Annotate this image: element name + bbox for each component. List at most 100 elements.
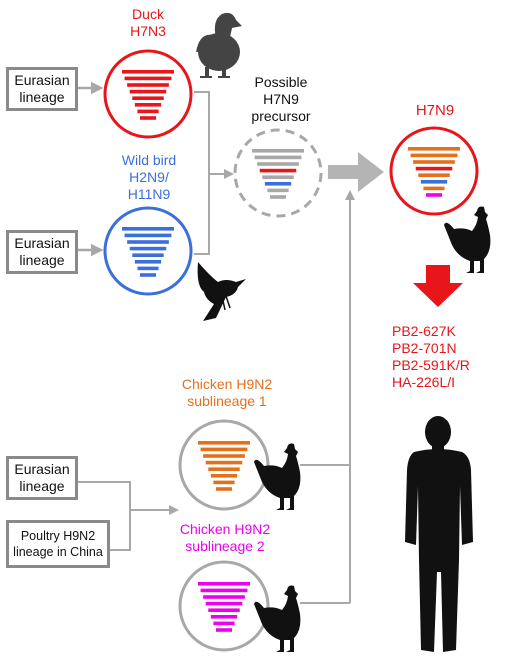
duck-label-line2: H7N3 — [130, 23, 166, 39]
gene-segment — [205, 601, 243, 606]
duck-virus-circle — [103, 49, 193, 139]
chicken1-label: Chicken H9N2 sublineage 1 — [168, 376, 286, 410]
gene-segment — [127, 83, 169, 87]
gene-segment — [129, 89, 167, 94]
precursor-label-line1: Possible — [254, 74, 308, 90]
chicken2-label: Chicken H9N2 sublineage 2 — [166, 521, 284, 555]
duck-icon — [196, 12, 242, 78]
gene-segment — [213, 480, 235, 485]
gene-segment — [410, 153, 458, 158]
gene-segment — [205, 460, 243, 465]
chicken-icon — [254, 443, 301, 510]
gene-segment — [132, 96, 164, 100]
eurasian-lineage-box-1: Eurasian lineage — [6, 67, 78, 111]
gene-segment — [259, 168, 297, 173]
gene-segment — [198, 582, 250, 586]
gene-segment — [129, 246, 167, 251]
gene-segment — [210, 615, 238, 619]
box-line: Poultry H9N2 — [20, 529, 96, 543]
gene-segment — [213, 621, 235, 626]
eurasian-lineage-box-2: Eurasian lineage — [6, 230, 78, 274]
gene-segment — [216, 628, 232, 632]
gene-segment — [137, 109, 159, 114]
box-line: lineage — [19, 89, 65, 105]
gene-segment — [132, 253, 164, 257]
box-line: lineage — [19, 478, 65, 494]
chicken-icon — [444, 206, 491, 273]
wild-bird-label-line1: Wild bird — [121, 152, 177, 168]
gene-segment — [140, 116, 156, 120]
gene-segment — [210, 474, 238, 478]
gene-segment — [423, 186, 445, 191]
duck-label: Duck H7N3 — [113, 6, 183, 40]
human-icon — [405, 416, 473, 652]
poultry-h9n2-box: Poultry H9N2 lineage in China — [6, 520, 110, 568]
gene-segment — [124, 233, 172, 238]
gene-segment — [137, 266, 159, 271]
mutation-item: PB2-701N — [392, 340, 457, 356]
gene-segment — [134, 103, 162, 107]
box-line: Eurasian — [14, 461, 70, 477]
chicken2-label-line2: sublineage 2 — [185, 538, 265, 554]
gene-segment — [203, 454, 245, 458]
red-down-arrow-icon — [413, 265, 463, 307]
gene-segment — [134, 260, 162, 264]
chicken2-label-line1: Chicken H9N2 — [179, 521, 271, 537]
box-line: lineage — [19, 252, 65, 268]
wild-bird-label-line2: H2N9/ — [129, 169, 169, 185]
mutation-item: HA-226L/I — [392, 374, 456, 390]
gene-segment — [127, 240, 169, 244]
duck-label-line1: Duck — [132, 6, 164, 22]
gene-segment — [408, 147, 460, 151]
gene-segment — [418, 173, 450, 177]
gene-segment — [198, 441, 250, 445]
box-line: Eurasian — [14, 235, 70, 251]
eurasian-lineage-box-3: Eurasian lineage — [6, 456, 78, 500]
precursor-label-line2: H7N9 — [263, 91, 299, 107]
gene-segment — [254, 155, 302, 160]
box-line: Eurasian — [14, 72, 70, 88]
gene-segment — [415, 166, 453, 171]
precursor-label-line3: precursor — [251, 108, 311, 124]
wild-bird-virus-circle — [103, 206, 193, 296]
gene-segment — [208, 608, 240, 612]
gene-segment — [122, 70, 174, 74]
chicken1-label-line1: Chicken H9N2 — [181, 376, 273, 392]
gene-segment — [200, 447, 248, 452]
wild-bird-label-line3: H11N9 — [127, 186, 171, 202]
gene-segment — [267, 188, 289, 193]
mutations-label: PB2-627K PB2-701N PB2-591K/R HA-226L/I — [392, 323, 502, 391]
gene-segment — [252, 149, 304, 153]
gene-segment — [140, 273, 156, 277]
chicken1-label-line2: sublineage 1 — [187, 393, 267, 409]
mutation-item: PB2-591K/R — [392, 357, 470, 373]
gene-segment — [257, 162, 299, 166]
gene-segment — [203, 595, 245, 599]
gene-segment — [124, 76, 172, 81]
h7n9-virus-circle — [389, 126, 479, 216]
gene-segment — [262, 175, 294, 179]
gene-segment — [200, 588, 248, 593]
box-arrows — [78, 81, 104, 257]
connector-lines — [74, 91, 355, 604]
precursor-virus-circle — [233, 128, 323, 218]
gene-segment — [420, 180, 448, 184]
h7n9-label: H7N9 — [400, 102, 470, 119]
gene-segment — [426, 193, 442, 197]
chicken-icon — [254, 585, 301, 652]
chicken2-virus-circle — [178, 560, 270, 652]
box-line: lineage in China — [13, 545, 103, 559]
gene-segment — [413, 160, 455, 164]
chicken1-virus-circle — [178, 419, 270, 511]
gene-segment — [216, 487, 232, 491]
h7n9-label-text: H7N9 — [415, 102, 455, 119]
gene-segment — [270, 195, 286, 199]
bird-icon — [197, 262, 246, 321]
gene-segment — [122, 227, 174, 231]
mutation-item: PB2-627K — [392, 323, 456, 339]
gene-segment — [264, 182, 292, 186]
precursor-to-h7n9-arrow — [328, 152, 384, 192]
precursor-label: Possible H7N9 precursor — [236, 74, 326, 125]
wild-bird-label: Wild bird H2N9/ H11N9 — [110, 152, 188, 203]
